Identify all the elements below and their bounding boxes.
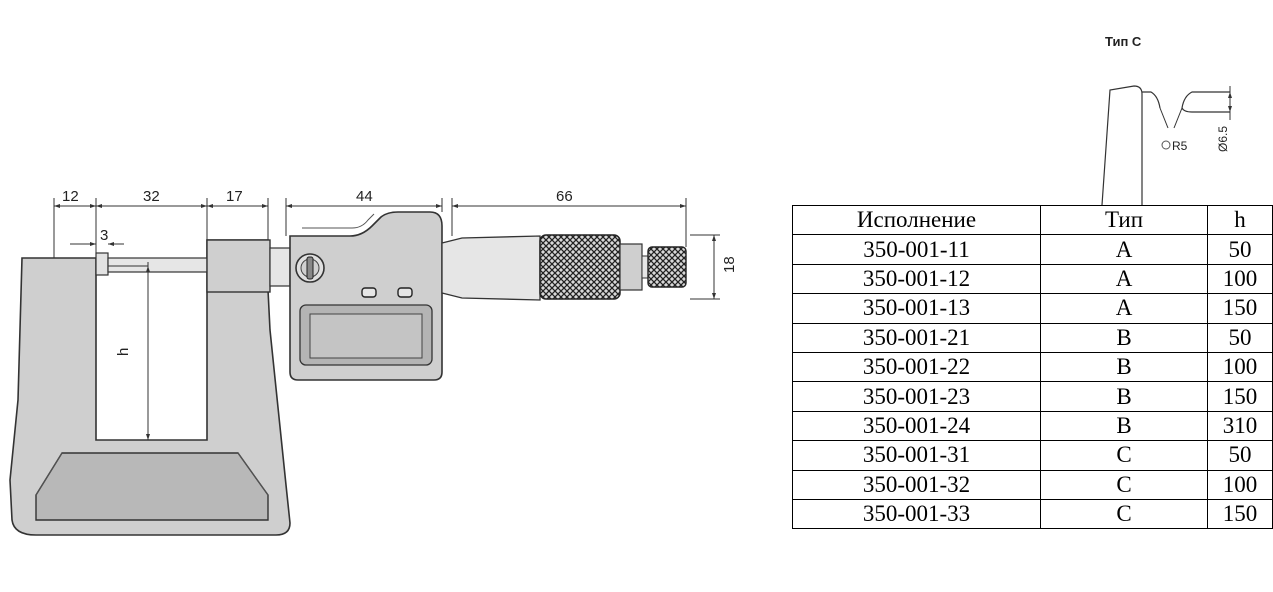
micrometer-frame [9, 239, 291, 536]
dim-h: h [115, 348, 132, 356]
header-type: Тип [1040, 204, 1208, 236]
cell-type: A [1040, 234, 1208, 265]
dim-66: 66 [556, 188, 573, 205]
cell-variant: 350-001-11 [792, 234, 1041, 265]
dim-3: 3 [100, 227, 108, 244]
cell-h: 150 [1207, 498, 1273, 530]
cell-variant: 350-001-23 [792, 381, 1041, 412]
cell-type: B [1040, 322, 1208, 353]
table-header-row: Исполнение Тип h [792, 204, 1273, 236]
cell-h: 50 [1207, 234, 1273, 265]
diameter-label: Ø6.5 [1216, 126, 1230, 152]
cell-h: 50 [1207, 440, 1273, 471]
dim-18: 18 [721, 256, 738, 273]
cell-type: A [1040, 293, 1208, 324]
ratchet [641, 246, 687, 288]
table-row: 350-001-33 C 150 [792, 498, 1273, 530]
cell-type: A [1040, 263, 1208, 295]
detail-title: Тип С [1105, 34, 1142, 49]
table-row: 350-001-32 C 100 [792, 469, 1273, 500]
specification-table: Исполнение Тип h 350-001-11 A 50 350-001… [792, 204, 1273, 530]
cell-variant: 350-001-22 [792, 351, 1041, 383]
table-row: 350-001-12 A 100 [792, 263, 1273, 295]
cell-h: 50 [1207, 322, 1273, 353]
table-row: 350-001-21 B 50 [792, 322, 1273, 353]
dimension-arrows [54, 204, 716, 440]
dim-32: 32 [143, 188, 160, 205]
detail-type-c: Тип С R5 Ø6.5 [1101, 34, 1232, 206]
dim-12: 12 [62, 188, 79, 205]
cell-h: 100 [1207, 469, 1273, 500]
header-variant: Исполнение [792, 204, 1041, 236]
header-h: h [1207, 204, 1273, 236]
table-row: 350-001-11 A 50 [792, 234, 1273, 265]
cell-variant: 350-001-13 [792, 293, 1041, 324]
cell-variant: 350-001-31 [792, 440, 1041, 471]
table-row: 350-001-13 A 150 [792, 293, 1273, 324]
dim-17: 17 [226, 188, 243, 205]
cell-h: 150 [1207, 381, 1273, 412]
cell-type: C [1040, 498, 1208, 530]
dimension-labels: 12 32 17 44 66 3 18 h [62, 188, 738, 356]
anvil [95, 252, 109, 276]
cell-type: B [1040, 410, 1208, 442]
cell-type: C [1040, 469, 1208, 500]
cell-type: C [1040, 440, 1208, 471]
thimble [539, 234, 643, 300]
control-buttons [361, 287, 413, 298]
table-row: 350-001-22 B 100 [792, 351, 1273, 383]
cell-variant: 350-001-24 [792, 410, 1041, 442]
cell-h: 100 [1207, 263, 1273, 295]
dim-44: 44 [356, 188, 373, 205]
cell-h: 100 [1207, 351, 1273, 383]
lock-knob-icon [295, 253, 325, 283]
table-row: 350-001-23 B 150 [792, 381, 1273, 412]
dimension-lines [53, 198, 720, 440]
sleeve [441, 235, 541, 301]
cell-variant: 350-001-32 [792, 469, 1041, 500]
cell-variant: 350-001-21 [792, 322, 1041, 353]
cell-type: B [1040, 381, 1208, 412]
spindle [107, 239, 291, 293]
cell-h: 310 [1207, 410, 1273, 442]
table-row: 350-001-24 B 310 [792, 410, 1273, 442]
table-row: 350-001-31 C 50 [792, 440, 1273, 471]
radius-label: R5 [1172, 139, 1188, 153]
cell-type: B [1040, 351, 1208, 383]
cell-variant: 350-001-12 [792, 263, 1041, 295]
cell-h: 150 [1207, 293, 1273, 324]
cell-variant: 350-001-33 [792, 498, 1041, 530]
